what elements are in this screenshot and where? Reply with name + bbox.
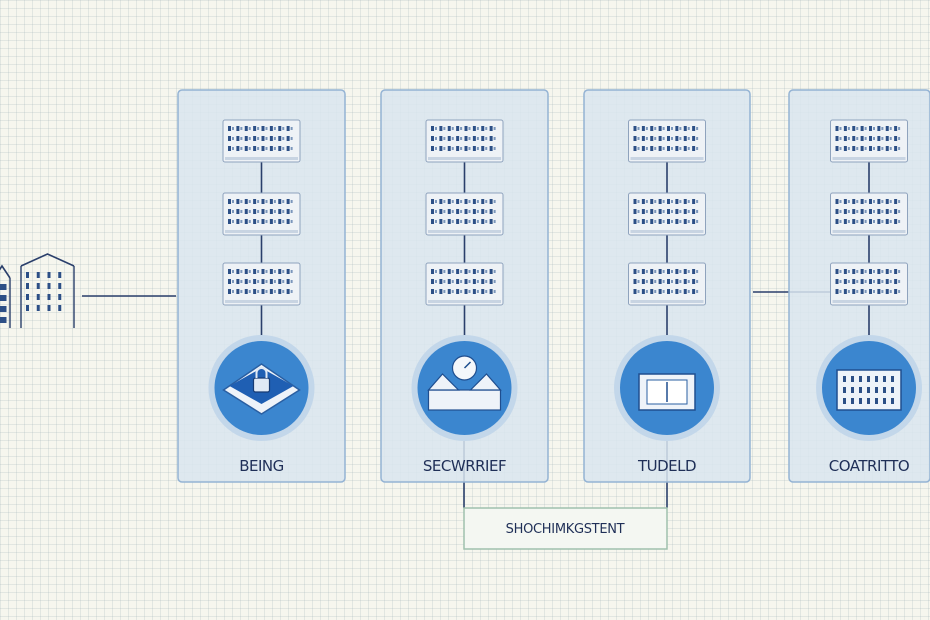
- bottom-box: [463, 507, 668, 550]
- panel-2: SECWRRIEF: [380, 89, 549, 483]
- server-unit-icon: [425, 119, 504, 163]
- server-unit-icon: [222, 262, 301, 306]
- shield-lock-server-icon: [208, 335, 315, 441]
- server-unit-icon: [222, 119, 301, 163]
- building-server-icon: [0, 264, 11, 328]
- server-stack-icon: [816, 335, 922, 441]
- panel-4: COATRITTO: [788, 89, 930, 483]
- server-unit-icon: [628, 119, 706, 163]
- server-unit-icon: [830, 119, 908, 163]
- panel-3: TUDELD: [583, 89, 751, 483]
- bottom-box-label: SHOCHIMKGSTENT: [506, 522, 625, 537]
- bottom-box-group: SHOCHIMKGSTENT: [463, 507, 668, 550]
- panel-label: BEING: [239, 457, 284, 475]
- server-unit-icon: [830, 192, 908, 236]
- gauge-rack-icon: [411, 335, 518, 441]
- panel-label: TUDELD: [637, 457, 696, 475]
- panel-label: SECWRRIEF: [423, 457, 506, 475]
- server-unit-icon: [425, 262, 504, 306]
- server-unit-icon: [830, 262, 908, 306]
- left-nodes: [0, 253, 75, 328]
- panels: BEING SECWRRIEF TUDELD COATRITTO: [177, 89, 930, 483]
- server-unit-icon: [425, 192, 504, 236]
- panel-1: BEING: [177, 89, 346, 483]
- building-server-icon: [20, 253, 75, 328]
- panel-label: COATRITTO: [829, 457, 910, 475]
- monitor-panel-icon: [614, 335, 720, 441]
- server-unit-icon: [628, 192, 706, 236]
- server-unit-icon: [628, 262, 706, 306]
- server-unit-icon: [222, 192, 301, 236]
